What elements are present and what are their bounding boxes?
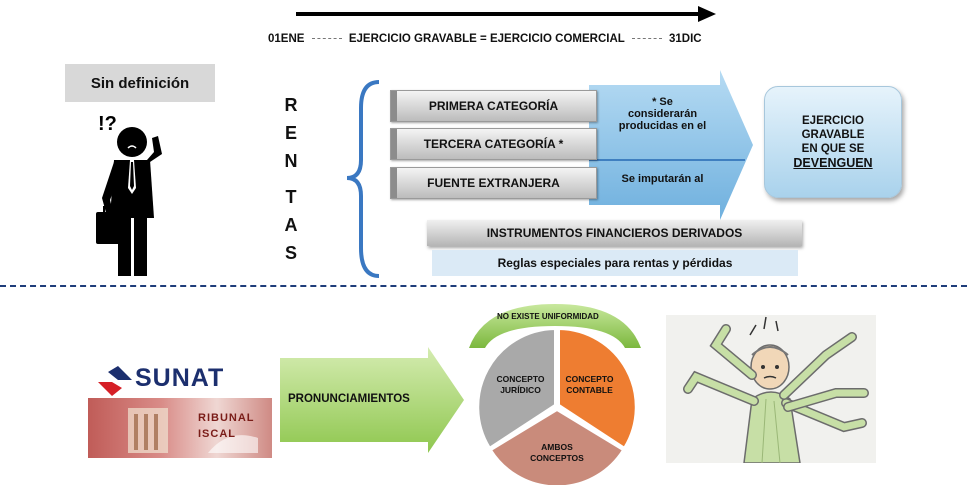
arrow-upper-text: * Se considerarán producidas en el [605, 96, 720, 132]
arrow-lower-text: Se imputarán al [621, 173, 704, 185]
sunat-logo-icon [98, 366, 132, 396]
tribunal-building-icon [128, 408, 258, 453]
pie-slice-contable [558, 327, 637, 450]
arrow-upper-line: considerarán [627, 108, 698, 120]
timeline-end: 31DIC [668, 33, 702, 45]
arrow-upper-line: * Se [652, 96, 673, 108]
box-line: EN QUE SE [801, 143, 865, 155]
pie-label-contable: CONCEPTO CONTABLE [562, 374, 617, 396]
box-emphasis: DEVENGUEN [793, 156, 873, 170]
sin-definicion-label: Sin definición [65, 64, 215, 102]
rentas-letter: R [284, 95, 298, 115]
timeline-center-text: EJERCICIO GRAVABLE = EJERCICIO COMERCIAL [348, 33, 625, 45]
green-arrow [280, 347, 464, 453]
category-label: TERCERA CATEGORÍA * [423, 137, 564, 151]
arrow-upper-line: producidas en el [618, 120, 707, 132]
svg-text:!?: !? [98, 113, 117, 135]
rentas-letter: S [284, 243, 297, 263]
timeline-arrow [296, 6, 716, 22]
rentas-letter: A [284, 215, 298, 235]
timeline-label: 01ENE EJERCICIO GRAVABLE = EJERCICIO COM… [268, 33, 702, 45]
rentas-letter: N [284, 151, 298, 171]
ejercicio-gravable-box: EJERCICIO GRAVABLE EN QUE SE DEVENGUEN [764, 86, 902, 198]
blue-arrow [589, 70, 753, 220]
curved-arrow [469, 304, 641, 348]
confused-man-illustration [666, 315, 876, 464]
pie-label-line: CONTABLE [566, 385, 613, 395]
tribunal-fiscal-image: RIBUNAL ISCAL [88, 398, 272, 458]
category-primera: PRIMERA CATEGORÍA [390, 90, 597, 122]
curly-bracket [346, 80, 380, 278]
pie-label-line: CONCEPTO [565, 374, 614, 384]
rentas-letter: T [285, 187, 297, 207]
pie-slice-juridico [477, 327, 556, 450]
rentas-letter: E [284, 123, 297, 143]
section-divider [0, 285, 967, 287]
category-label: FUENTE EXTRANJERA [427, 176, 560, 190]
box-line: GRAVABLE [801, 129, 865, 141]
category-tercera: TERCERA CATEGORÍA * [390, 128, 597, 160]
category-fuente-extranjera: FUENTE EXTRANJERA [390, 167, 597, 199]
no-existe-uniformidad: NO EXISTE UNIFORMIDAD [497, 312, 599, 321]
pie-label-line: JURÍDICO [500, 385, 541, 395]
tribunal-text: RIBUNAL ISCAL [198, 412, 255, 440]
pronunciamientos-label: PRONUNCIAMIENTOS [288, 393, 410, 405]
pie-label-line: AMBOS [541, 442, 573, 452]
confused-person-icon: !? [96, 113, 162, 276]
pie-label-line: CONCEPTOS [530, 453, 584, 463]
confused-man-icon [683, 316, 869, 464]
pie-label-line: CONCEPTO [496, 374, 545, 384]
reglas-bar: Reglas especiales para rentas y pérdidas [432, 250, 798, 276]
instrumentos-bar: INSTRUMENTOS FINANCIEROS DERIVADOS [427, 220, 802, 246]
sunat-logo-text: SUNAT [135, 364, 225, 392]
pie-slice-ambos [489, 408, 625, 485]
pie-label-juridico: CONCEPTO JURÍDICO [493, 374, 548, 396]
box-line: EJERCICIO [802, 115, 864, 127]
timeline-start: 01ENE [268, 33, 305, 45]
category-label: PRIMERA CATEGORÍA [428, 99, 559, 113]
concept-pie [477, 327, 637, 485]
pie-label-ambos: AMBOS CONCEPTOS [527, 442, 587, 464]
